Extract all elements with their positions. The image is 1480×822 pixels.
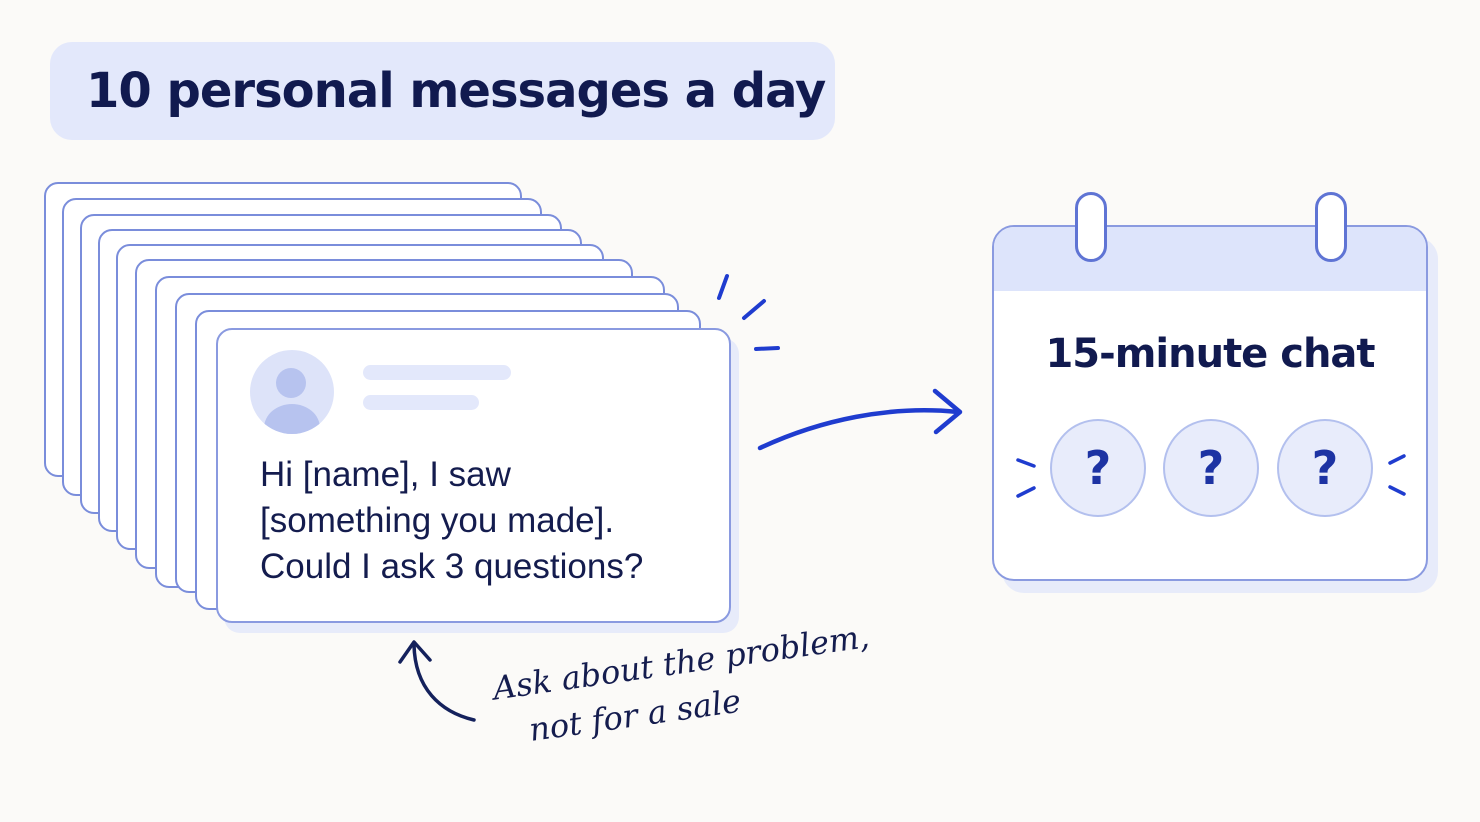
curved-arrow-icon	[398, 640, 476, 722]
page-title: 10 personal messages a day	[86, 63, 826, 119]
question-icon: ?	[1163, 419, 1259, 517]
message-line: Could I ask 3 questions?	[260, 547, 644, 586]
calendar-header	[994, 227, 1426, 291]
calendar-title: 15-minute chat	[1045, 331, 1375, 377]
message-line: Hi [name], I saw	[260, 455, 511, 494]
message-line: [something you made].	[260, 501, 615, 540]
handwritten-note: Ask about the problem, not for a sale	[490, 613, 879, 757]
calendar-icon: 15-minute chat ? ? ?	[992, 225, 1428, 581]
curved-arrow-icon	[757, 388, 963, 451]
message-text: Hi [name], I saw [something you made]. C…	[260, 452, 720, 590]
calendar-ring-left	[1075, 192, 1107, 262]
name-placeholder-line	[363, 365, 511, 380]
question-icon: ?	[1050, 419, 1146, 517]
question-icon: ?	[1277, 419, 1373, 517]
title-banner: 10 personal messages a day	[50, 42, 835, 140]
message-card: Hi [name], I saw [something you made]. C…	[216, 328, 731, 623]
avatar-icon	[250, 350, 334, 434]
calendar-ring-right	[1315, 192, 1347, 262]
subtitle-placeholder-line	[363, 395, 479, 410]
